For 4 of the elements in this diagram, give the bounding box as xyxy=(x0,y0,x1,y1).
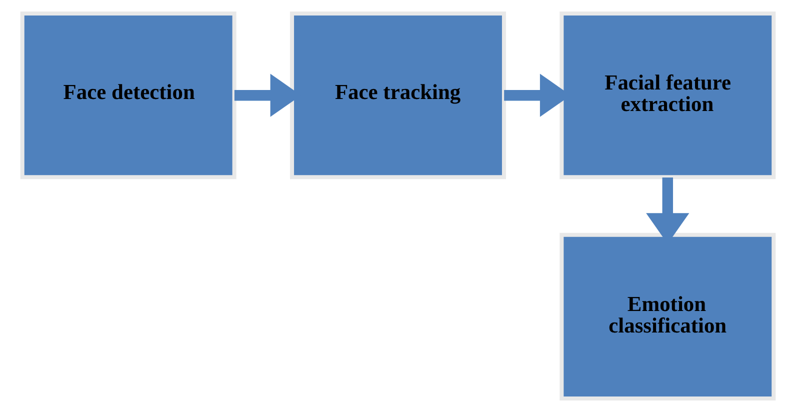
node-box: Emotion classification xyxy=(559,232,776,401)
node-box: Face detection xyxy=(20,11,236,180)
node-box: Face tracking xyxy=(290,11,506,180)
node-box: Facial feature extraction xyxy=(559,11,776,180)
